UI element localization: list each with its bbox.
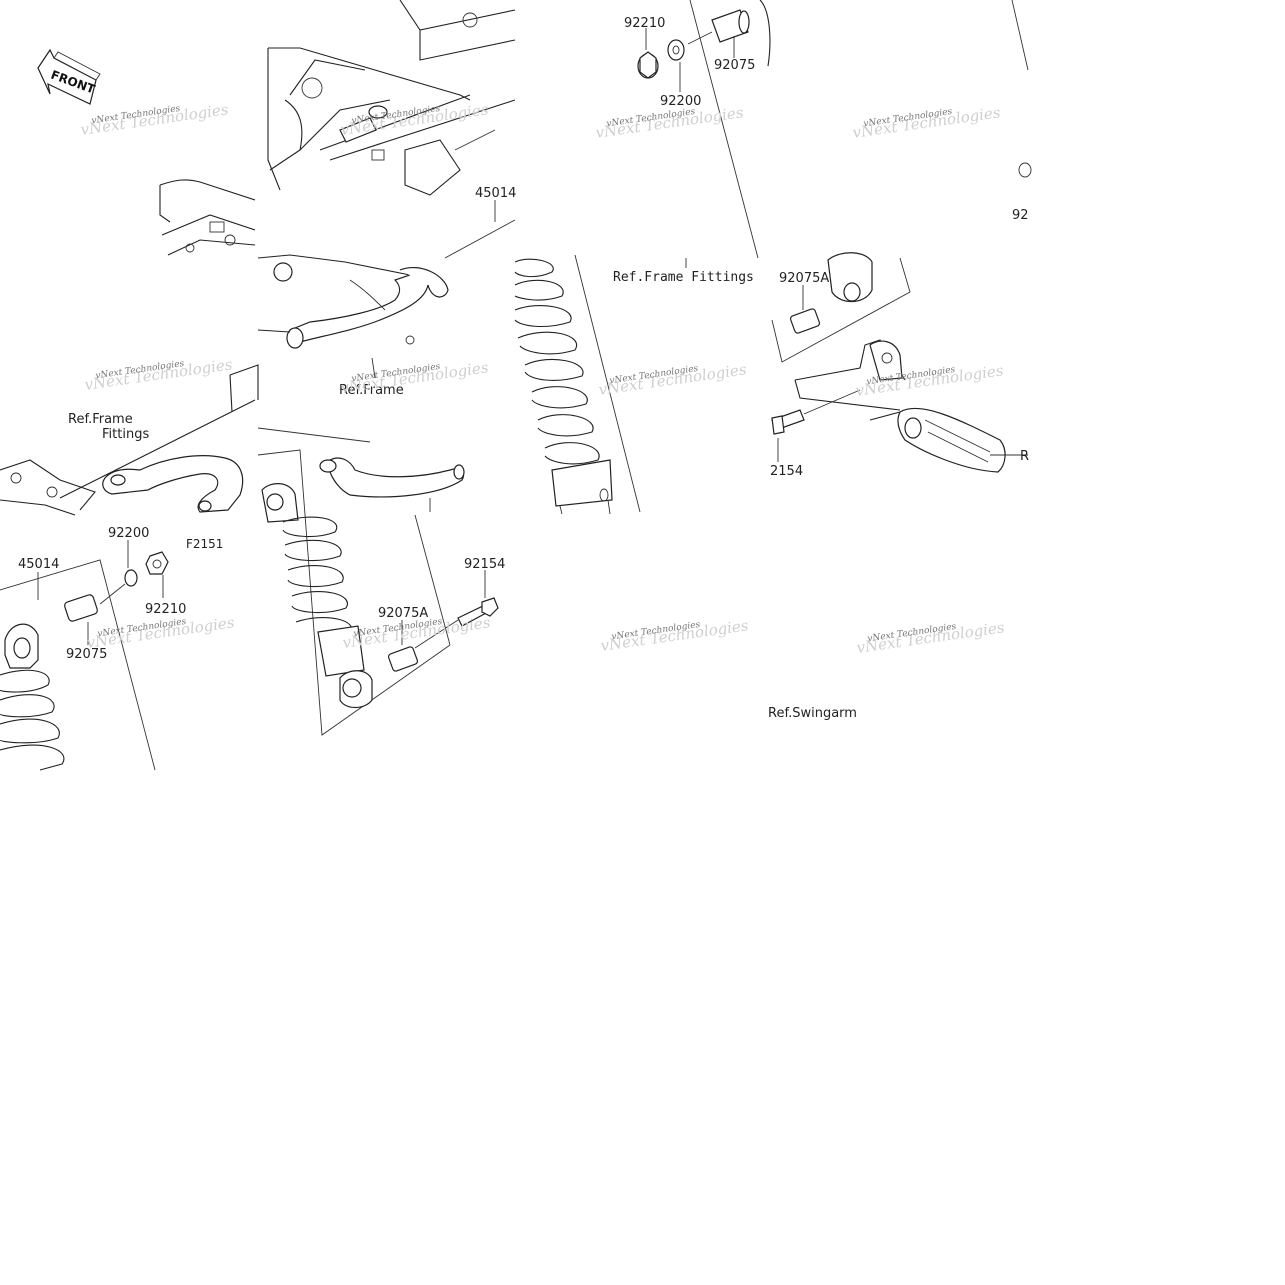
part-number-92200: 92200 (108, 526, 149, 541)
part-number-2154-partial: 2154 (770, 464, 803, 479)
spring-middle (282, 516, 353, 635)
part-number-92200-b: 92200 (660, 94, 701, 109)
ref-swingarm: Ref.Swingarm (768, 706, 857, 721)
figure-ref-F2151: F2151 (186, 537, 223, 551)
part-number-92075: 92075 (66, 647, 107, 662)
tile-footpeg-right: 92 92075A R 2154 Ref.Swingarm (768, 0, 1032, 721)
watermark-group: vNext Technologies vNext Technologies vN… (79, 100, 1005, 657)
ref-frame-fittings: Ref.Frame Fittings (613, 270, 754, 285)
part-ref-R-partial: R (1020, 449, 1029, 464)
front-arrow-icon: FRONT (37, 48, 101, 105)
tile-frame-left: 92200 92210 45014 92075 F2151 Ref.Frame … (0, 179, 259, 771)
part-number-92075A-b: 92075A (779, 271, 829, 286)
ref-fittings-label: Fittings (102, 427, 149, 442)
spring-right (514, 258, 600, 465)
part-number-92-partial: 92 (1012, 208, 1029, 223)
part-number-45014: 45014 (18, 557, 59, 572)
tile-frame-middle: Ref.Frame 92154 92075A (257, 254, 505, 736)
part-number-92075-b: 92075 (714, 58, 755, 73)
part-number-92154: 92154 (464, 557, 505, 572)
part-number-45014-b: 45014 (475, 186, 516, 201)
tile-frame-top: 45014 (267, 0, 516, 259)
ref-frame-label: Ref.Frame (68, 412, 133, 427)
ref-frame-mid: Ref.Frame (339, 383, 404, 398)
part-number-92210-b: 92210 (624, 16, 665, 31)
tile-shock-right: 92210 92200 92075 Ref.Frame Fittings (514, 0, 771, 515)
spring-left (0, 669, 65, 771)
part-number-92075A: 92075A (378, 606, 428, 621)
part-number-92210: 92210 (145, 602, 186, 617)
